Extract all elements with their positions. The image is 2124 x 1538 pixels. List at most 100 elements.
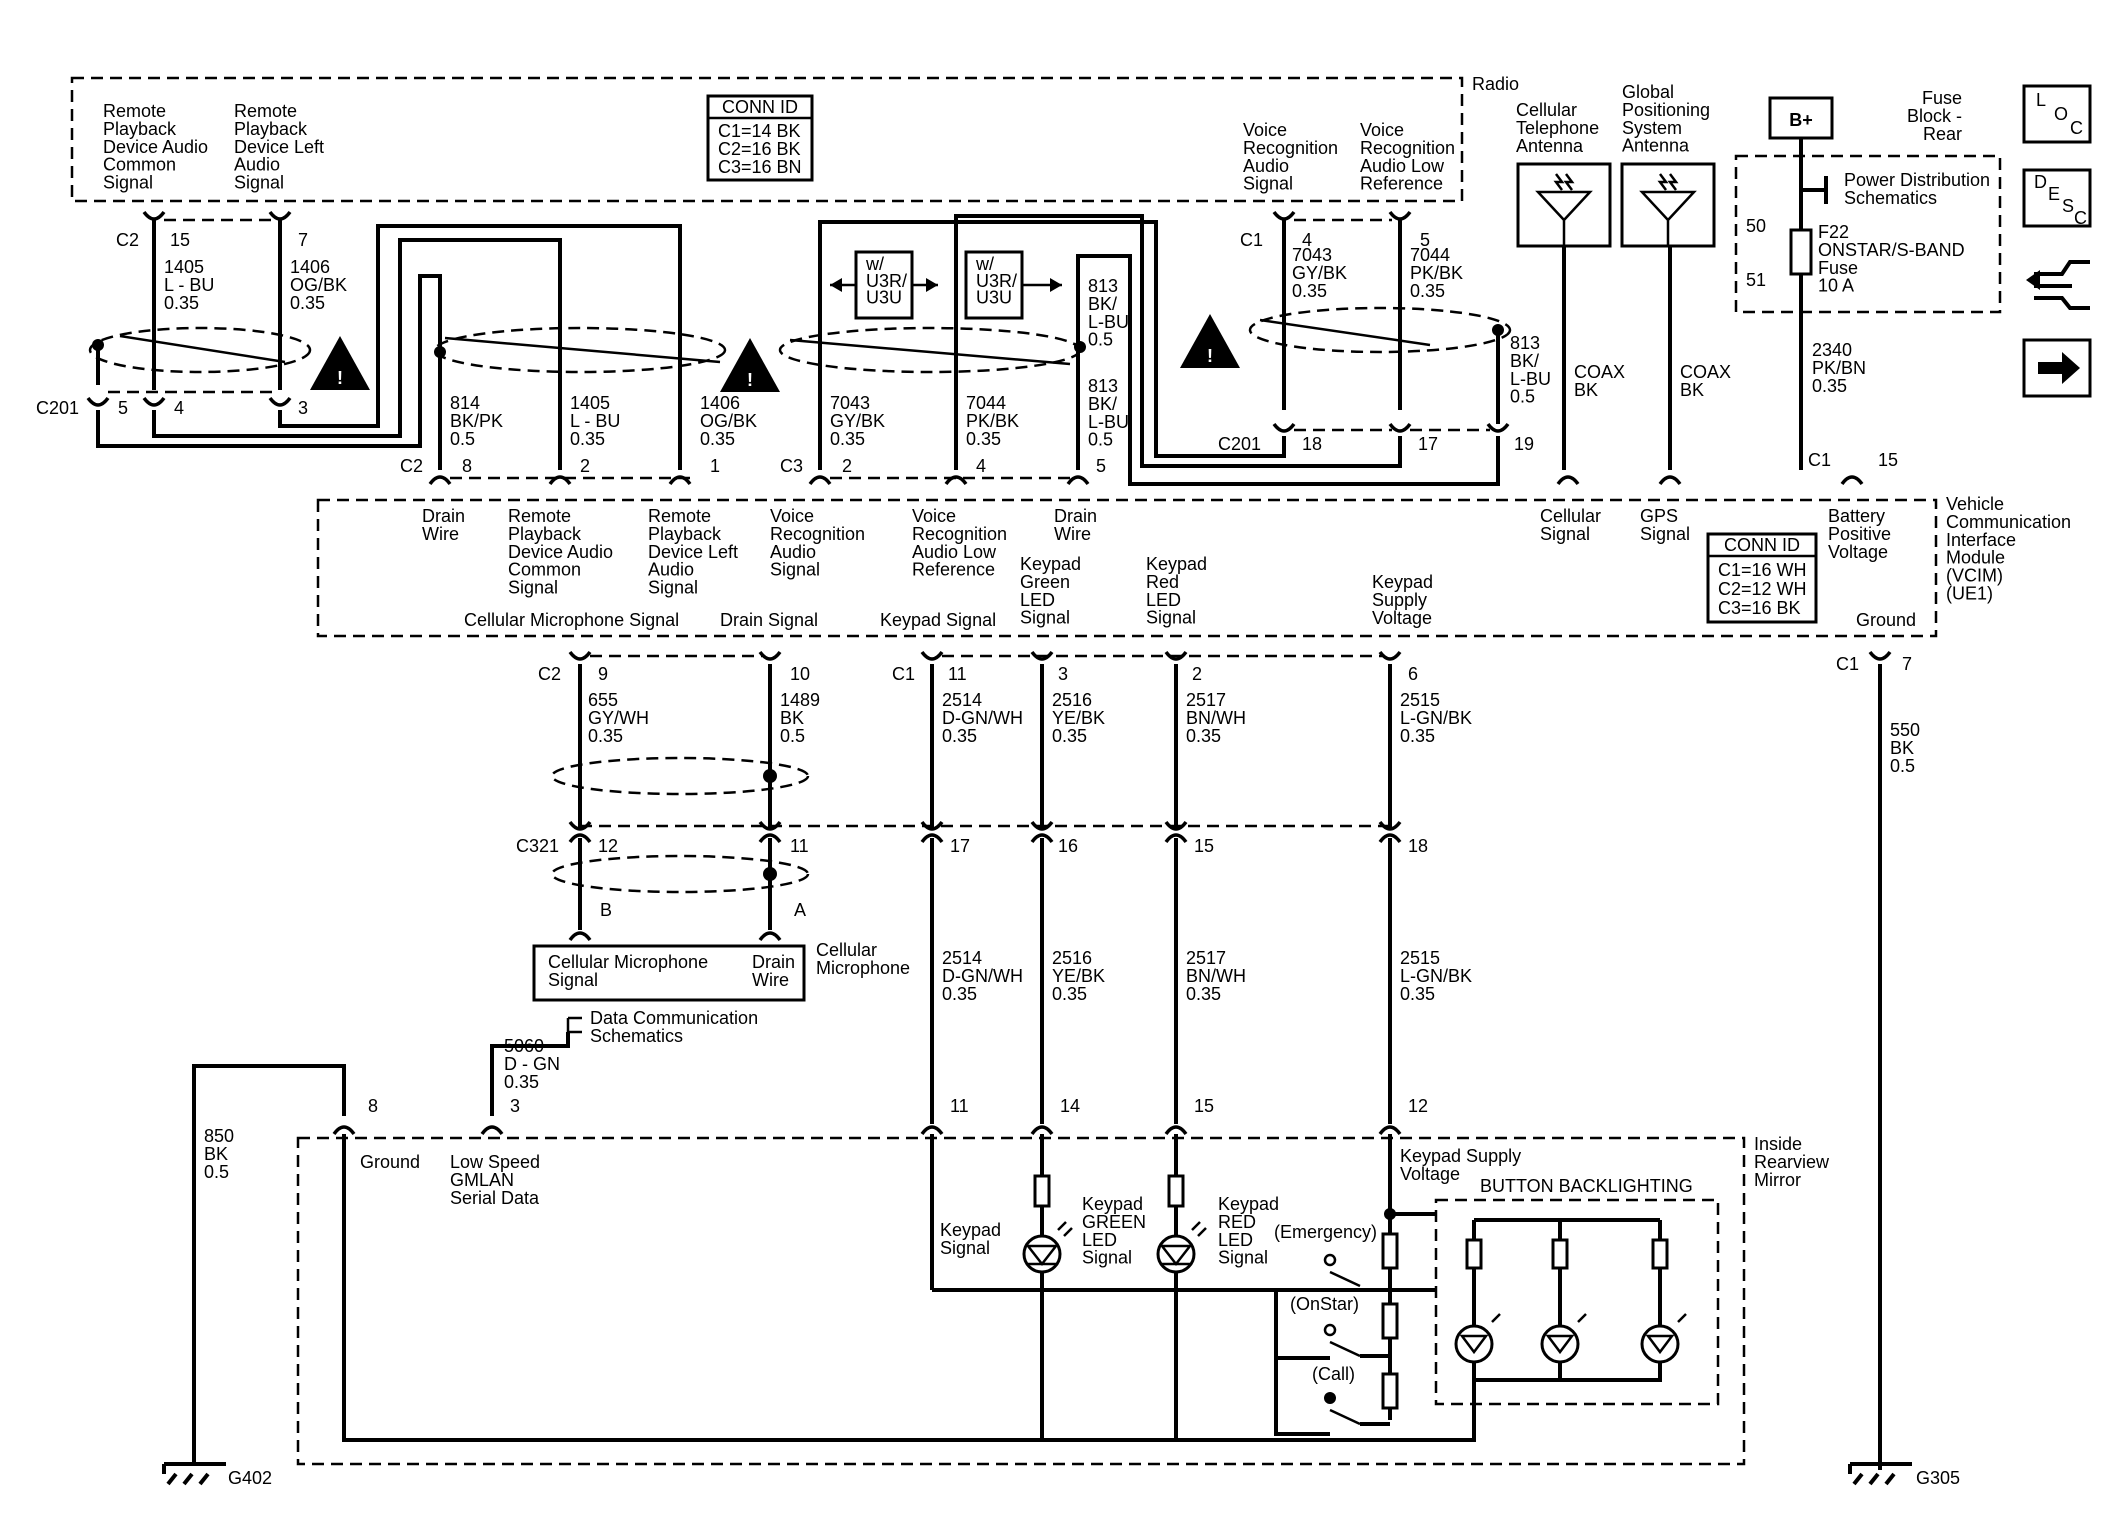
text-line: 0.5 [1088,430,1113,450]
text-line: 0.5 [204,1162,229,1182]
pin-label-c1: C1 [1240,230,1263,250]
pin-number: 2 [842,456,852,476]
connector-view-icon[interactable] [2026,260,2090,310]
text-line: D - GN [504,1054,560,1074]
pin-number: 8 [368,1096,378,1116]
pin-number: 2 [580,456,590,476]
text-line: LED [1082,1230,1117,1250]
text-line: COAX [1680,362,1731,382]
green-led-icon [1022,1234,1062,1274]
text-line: 0.35 [1292,281,1327,301]
text-line: Wire [422,524,459,544]
svg-text:S: S [2062,196,2074,216]
ground-label: G402 [228,1468,272,1488]
text-line: 7043 [830,393,870,413]
location-icon[interactable]: L O C [2022,84,2092,144]
text-line: Device Audio [508,542,613,562]
text-line: 655 [588,690,618,710]
text-line: Serial Data [450,1188,540,1208]
text-line: YE/BK [1052,708,1105,728]
pin-number: A [794,900,806,920]
pin-number: 3 [510,1096,520,1116]
text-line: 0.35 [942,984,977,1004]
next-arrow-icon[interactable] [2022,338,2092,398]
text-line: Mirror [1754,1170,1801,1190]
svg-text:L: L [2036,90,2046,110]
text-line: BN/WH [1186,708,1246,728]
text-line: Voice [912,506,956,526]
text-line: BK/PK [450,411,503,431]
pin-number: 7 [1902,654,1912,674]
text-line: Power Distribution [1844,170,1990,190]
text-line: Signal [940,1238,990,1258]
call-label: (Call) [1312,1364,1355,1384]
text-line: 1405 [164,257,204,277]
text-line: LED [1218,1230,1253,1250]
text-line: Audio [1243,156,1289,176]
text-line: 0.35 [1186,726,1221,746]
text-line: 0.35 [1812,376,1847,396]
text-line: GY/BK [830,411,885,431]
text-line: Recognition [1243,138,1338,158]
ground-g305: G305 [1848,1462,1960,1488]
text-line: 5060 [504,1036,544,1056]
text-line: 0.35 [1186,984,1221,1004]
text-line: Keypad [940,1220,1001,1240]
text-line: Keypad [1218,1194,1279,1214]
shield-radio-c1 [1248,306,1512,354]
text-line: 0.35 [1400,726,1435,746]
pin-number: 14 [1060,1096,1080,1116]
text-line: Wire [752,970,789,990]
description-icon[interactable]: D E S C [2022,168,2092,228]
text-line: Signal [1640,524,1690,544]
text-line: PK/BN [1812,358,1866,378]
text-line: BK/ [1510,351,1539,371]
text-line: 2516 [1052,690,1092,710]
text-line: Audio [770,542,816,562]
pin-number: 15 [1878,450,1898,470]
text-line: Keypad Supply [1400,1146,1521,1166]
text-line: Recognition [1360,138,1455,158]
pin-number: 4 [1302,230,1312,250]
mic-shield-lower [550,854,810,894]
text-line: Data Communication [590,1008,758,1028]
text-line: L-BU [1088,312,1129,332]
pin-number: 12 [1408,1096,1428,1116]
radio-conn-id-line: C3=16 BN [718,157,802,177]
pin-number: 5 [1420,230,1430,250]
text-line: 0.35 [830,429,865,449]
text-line: 813 [1088,376,1118,396]
text-line: Telephone [1516,118,1599,138]
nav-icons[interactable]: L O C D E S C [2022,84,2092,398]
text-line: Remote [103,101,166,121]
emergency-label: (Emergency) [1274,1222,1377,1242]
svg-text:O: O [2054,104,2068,124]
pin-number: 7 [298,230,308,250]
text-line: YE/BK [1052,966,1105,986]
text-line: 814 [450,393,480,413]
pin-number: 18 [1408,836,1428,856]
text-line: L - BU [570,411,620,431]
text-line: Cellular Microphone [548,952,708,972]
text-line: (UE1) [1946,584,1993,604]
c321-connector: C321 12 11 17 16 15 18 [516,820,1428,856]
text-line: Signal [103,173,153,193]
